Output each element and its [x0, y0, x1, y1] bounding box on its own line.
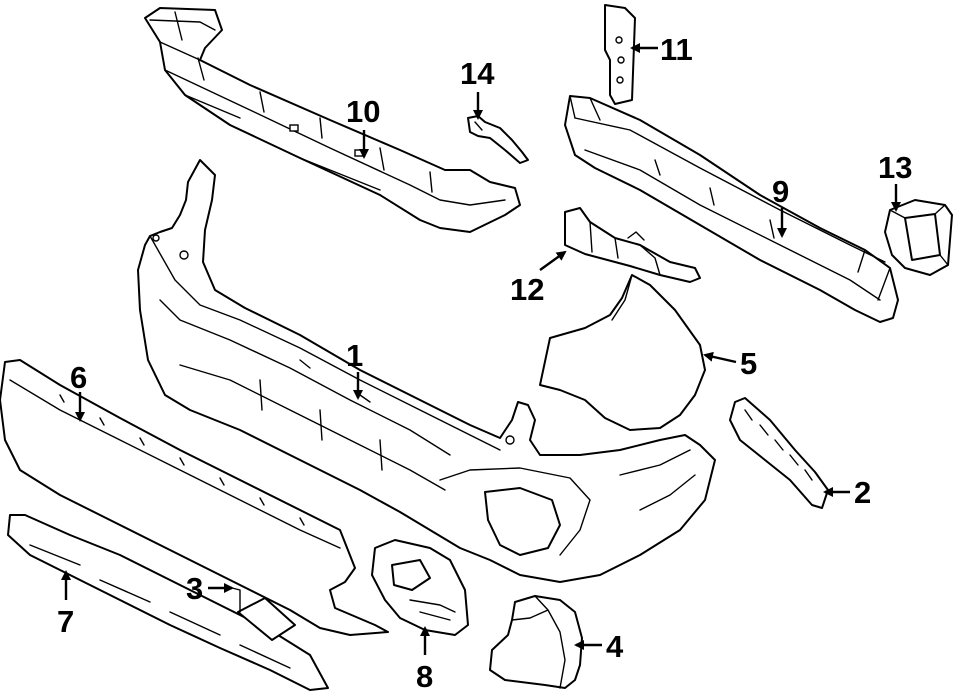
part-10-upper-support: [144, 7, 521, 233]
callout-10: 10: [346, 94, 380, 129]
part-4-lower-bracket: [489, 595, 583, 689]
callout-6: 6: [70, 360, 87, 395]
part-2-bracket: [729, 397, 829, 509]
callout-1: 1: [346, 338, 363, 373]
callout-labels: 1 2 3 4 5 6 7 8 9 10 11 12 13 14: [57, 32, 912, 694]
part-1-bumper-cover: [137, 159, 716, 583]
callout-4: 4: [606, 629, 624, 664]
leader-5: [703, 351, 737, 364]
callout-11: 11: [660, 32, 693, 67]
part-12-side-bracket: [564, 207, 701, 283]
part-8-fog-bezel: [371, 539, 469, 636]
callout-3: 3: [186, 571, 203, 606]
callout-12: 12: [510, 272, 544, 307]
part-11-vertical-bracket: [604, 4, 636, 105]
callout-2: 2: [854, 475, 871, 510]
part-5-fender-piece: [539, 274, 706, 431]
callout-8: 8: [416, 659, 433, 694]
callout-5: 5: [740, 346, 757, 381]
callout-13: 13: [878, 150, 912, 185]
leader-lines: [61, 43, 901, 655]
part-14-bracket: [467, 115, 529, 164]
part-3-small-cover: [231, 587, 296, 641]
part-9-reinforcement-beam: [564, 95, 899, 323]
part-13-sensor-holder: [884, 199, 953, 276]
callout-9: 9: [772, 174, 789, 209]
callout-14: 14: [460, 56, 495, 91]
part-6-lower-valance: [0, 359, 389, 636]
callout-7: 7: [57, 604, 74, 639]
leader-12: [539, 250, 567, 271]
